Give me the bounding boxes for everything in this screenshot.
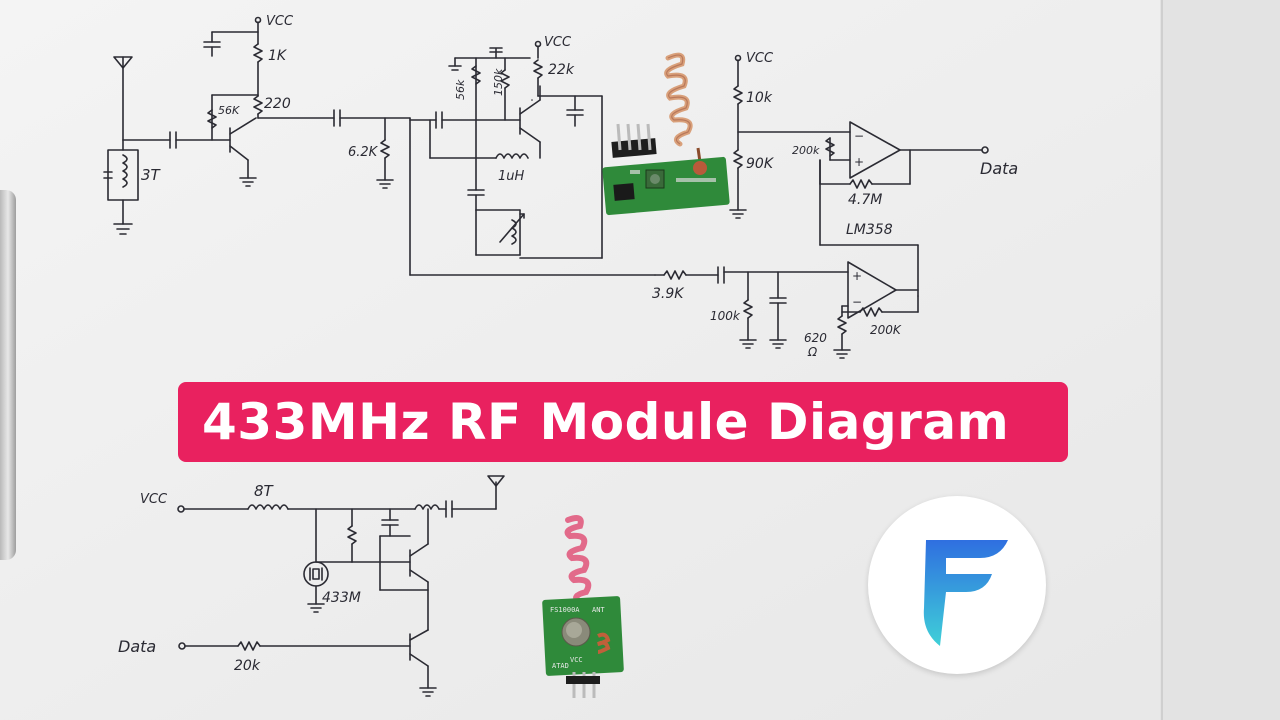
opamp-u1a: − + — [849, 121, 901, 179]
transmitter-schematic: VCC 8T 433M — [118, 475, 505, 697]
desk-edge — [1160, 0, 1280, 720]
antenna-symbol — [113, 56, 133, 141]
r-620-label: 620 — [804, 331, 827, 345]
data-input-label: Data — [118, 637, 156, 656]
tx-silk-4: VCC — [570, 656, 583, 664]
coil-8t-label: 8T — [254, 482, 275, 500]
lc-tank — [103, 139, 139, 235]
l-1uh-label: 1uH — [498, 169, 525, 184]
vcc-label-3: VCC — [746, 51, 774, 66]
r-200k-a-label: 200k — [792, 144, 820, 157]
tx-vcc-label: VCC — [140, 492, 168, 507]
r-20k-label: 20k — [234, 658, 261, 674]
svg-text:−: − — [852, 295, 862, 309]
tx-module-photo: FS1000A ANT ATAD VCC — [542, 515, 624, 698]
receiver-schematic: 3T 56K VCC 1K 220 — [103, 14, 1018, 359]
svg-text:+: + — [854, 155, 864, 169]
r-1k-label: 1K — [268, 48, 288, 64]
r-4-7m-label: 4.7M — [848, 192, 882, 208]
r-56k-a-label: 56K — [218, 104, 240, 117]
r-90k-label: 90K — [746, 156, 775, 172]
r-6-2k-label: 6.2K — [348, 145, 379, 160]
svg-text:−: − — [854, 129, 864, 143]
rx-module-photo — [602, 52, 730, 216]
page-title: 433MHz RF Module Diagram — [202, 393, 1010, 451]
tx-silk-1: ANT — [592, 606, 605, 614]
opamp-u1b: + − — [847, 261, 897, 319]
opamp-label: LM358 — [846, 222, 893, 238]
tx-silk-2: FS1000A — [550, 606, 580, 614]
r-200k-b-label: 200K — [870, 323, 902, 337]
data-output-label: Data — [980, 159, 1018, 178]
r-220-label: 220 — [264, 96, 291, 112]
title-banner: 433MHz RF Module Diagram — [178, 382, 1068, 462]
tx-antenna-coil — [564, 515, 592, 605]
f-logo-icon: F — [923, 540, 1008, 646]
transistor-q1 — [229, 117, 257, 187]
tx-silk-3: ATAD — [552, 662, 569, 670]
ohm-symbol: Ω — [807, 345, 818, 359]
svg-text:+: + — [852, 269, 862, 283]
r-10k-label: 10k — [746, 90, 773, 106]
vcc-label-1: VCC — [266, 14, 294, 29]
crystal-label: 433M — [322, 590, 361, 606]
coil-3t-label: 3T — [141, 166, 162, 184]
r-150k-label: 150k — [492, 68, 505, 96]
brand-logo: F — [868, 496, 1046, 674]
r-56k-b-label: 56k — [454, 79, 467, 100]
binder-clip — [0, 190, 16, 560]
vcc-label-2: VCC — [544, 35, 572, 50]
r-3-9k-label: 3.9K — [652, 286, 685, 302]
r-100k-label: 100k — [710, 309, 741, 323]
r-22k-label: 22k — [548, 62, 575, 78]
